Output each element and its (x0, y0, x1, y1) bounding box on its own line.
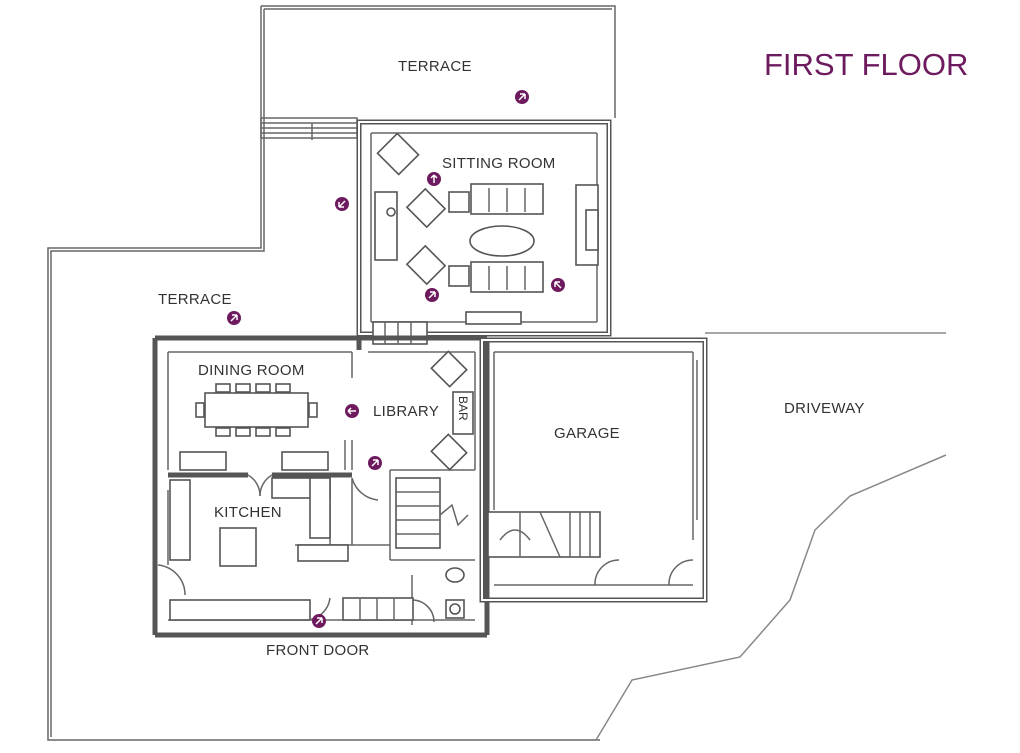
view-arrow-icon (335, 197, 349, 211)
dining-table (195, 383, 318, 437)
view-arrow-icon (312, 614, 326, 628)
view-arrow-icon (515, 90, 529, 104)
view-arrow-icon (345, 404, 359, 418)
stairs (395, 477, 469, 549)
label-dining-room: DINING ROOM (198, 362, 305, 379)
label-front-door: FRONT DOOR (266, 642, 370, 659)
sitting-room-furniture (374, 132, 544, 293)
view-arrow-icon (425, 288, 439, 302)
site-boundary (47, 5, 616, 741)
garage-walls (479, 337, 708, 603)
page-title: FIRST FLOOR (764, 47, 968, 82)
view-arrow-icon (227, 311, 241, 325)
label-terrace-top: TERRACE (398, 58, 472, 75)
driveway-boundary (595, 332, 947, 741)
label-garage: GARAGE (554, 425, 620, 442)
view-arrow-icon (551, 278, 565, 292)
house-walls (152, 335, 490, 638)
label-driveway: DRIVEWAY (784, 400, 865, 417)
library-furniture (430, 350, 474, 471)
terrace-railing (260, 117, 358, 140)
label-terrace-left: TERRACE (158, 291, 232, 308)
view-arrow-icon (427, 172, 441, 186)
label-bar: BAR (456, 396, 470, 421)
label-kitchen: KITCHEN (214, 504, 282, 521)
view-markers (227, 90, 565, 628)
door-swings (157, 474, 694, 623)
label-sitting-room: SITTING ROOM (442, 155, 556, 172)
view-arrow-icon (368, 456, 382, 470)
label-library: LIBRARY (373, 403, 439, 420)
